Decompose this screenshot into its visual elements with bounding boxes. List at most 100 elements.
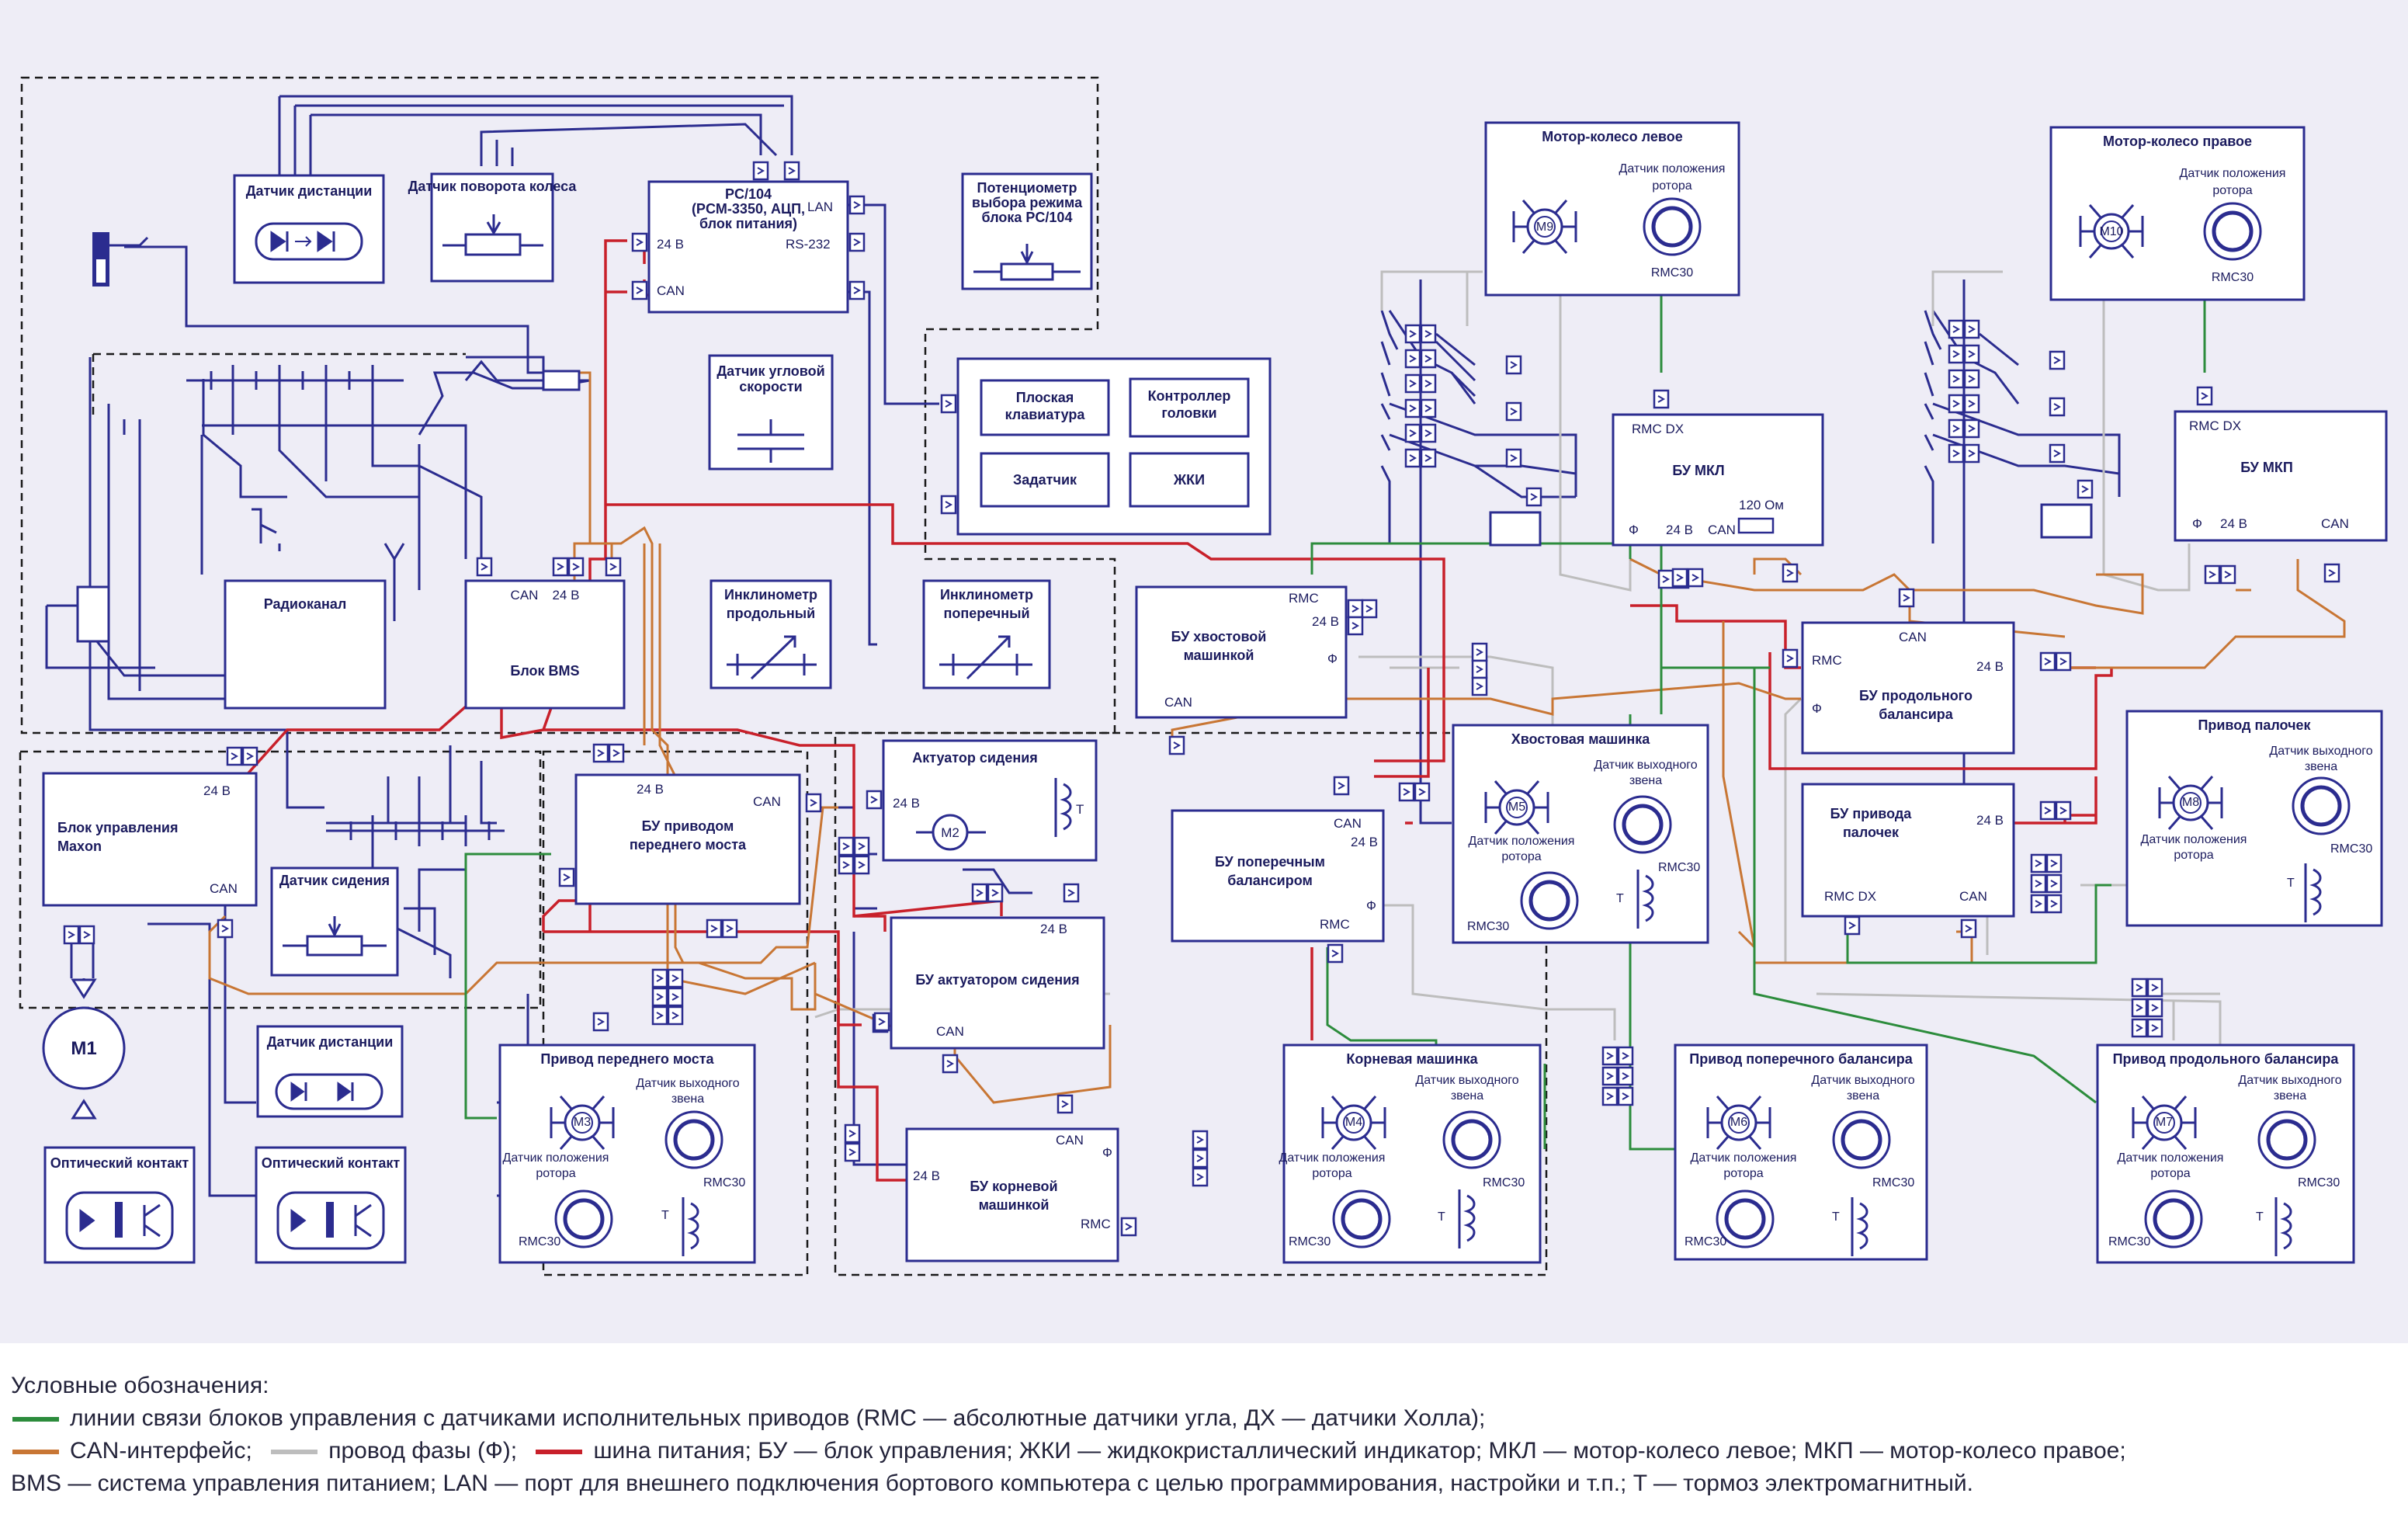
radio-label: Радиоканал: [264, 596, 347, 612]
red-swatch: [536, 1450, 583, 1455]
optical-contact-2-label: Оптический контакт: [262, 1155, 401, 1171]
angular-rate-sensor-line2: скорости: [739, 379, 802, 394]
tail-t: T: [1616, 892, 1624, 905]
long-output-line1: Датчик выходного: [2238, 1074, 2341, 1087]
inclinometer-cross-line1: Инклинометр: [940, 587, 1033, 602]
sticks-rotor-line1: Датчик положения: [2141, 833, 2247, 846]
mkp-rotor-line2: ротора: [2212, 184, 2252, 197]
legend-red-text: шина питания; БУ — блок управления; ЖКИ …: [593, 1438, 2126, 1464]
setpoint-label: Задатчик: [1013, 472, 1077, 488]
motor-wheel-right-label: Мотор-колесо правое: [2103, 134, 2252, 149]
angular-rate-sensor: Датчик угловой скорости: [708, 354, 834, 471]
long-output-line2: звена: [2274, 1089, 2306, 1103]
inclinometer-long: Инклинометр продольный: [710, 579, 832, 689]
pc104-title-line1: PC/104: [725, 186, 772, 202]
seat-actuator-cu-can: CAN: [936, 1024, 964, 1039]
seat-actuator: Актуатор сидения 24 В M2 T: [866, 739, 1098, 862]
front-axle-drive-label: Привод переднего моста: [540, 1051, 714, 1067]
maxon-line2: Maxon: [57, 839, 102, 854]
maxon-24v: 24 В: [203, 783, 231, 798]
long-cu-line1: БУ продольного: [1859, 688, 1973, 703]
head-controller-line2: головки: [1161, 405, 1216, 421]
tail-rmc30-rotor: RMC30: [1467, 920, 1509, 933]
front-axle-cu-line1: БУ приводом: [642, 818, 734, 834]
mkl-harness: [1404, 324, 1542, 547]
mkl-rotor-line2: ротора: [1652, 179, 1691, 193]
legend: Условные обозначения: линии связи блоков…: [0, 1343, 2408, 1521]
green-swatch: [12, 1417, 59, 1422]
front-axle-drive: Привод переднего моста M3 Датчик выходно…: [498, 1044, 756, 1264]
root-output-line2: звена: [1451, 1089, 1483, 1103]
distance-sensor-top: Датчик дистанции: [233, 174, 385, 284]
cu-mkl: RMC DX БУ МКЛ 120 Ом Ф 24 В CAN: [1612, 389, 1824, 589]
frame-front-drive: [542, 750, 809, 1276]
front-drive-output-line1: Датчик выходного: [636, 1077, 739, 1090]
cross-rotor-line1: Датчик положения: [1691, 1151, 1797, 1165]
motor-wheel-left: Мотор-колесо левое M9 Датчик положения р…: [1484, 121, 1740, 297]
mkp-rmc-dx: RMC DX: [2189, 418, 2241, 433]
pc104-24v-label: 24 В: [657, 237, 684, 252]
flat-keyboard-line1: Плоская: [1016, 390, 1074, 405]
front-drive-rotor-line1: Датчик положения: [503, 1151, 609, 1165]
long-rotor-line2: ротора: [2150, 1167, 2190, 1180]
gray-swatch: [271, 1450, 318, 1455]
root-cu-line2: машинкой: [979, 1197, 1050, 1213]
limit-switch: [252, 508, 281, 551]
legend-orange-text: CAN-интерфейс;: [70, 1438, 252, 1464]
m2-label: M2: [941, 825, 959, 840]
maxon-can: CAN: [210, 881, 238, 896]
mkp-24v: 24 В: [2220, 516, 2247, 531]
mkp-can: CAN: [2321, 516, 2349, 531]
root-rotor-line2: ротора: [1312, 1167, 1351, 1180]
root-cu-phi: Ф: [1102, 1145, 1112, 1160]
pc104-can-label: CAN: [657, 283, 685, 298]
wheel-rotation-sensor: Датчик поворота колеса: [408, 172, 577, 283]
power-bus: [225, 239, 2113, 1182]
m3-label: M3: [574, 1116, 591, 1129]
tail-rmc30-out: RMC30: [1658, 861, 1700, 874]
operator-panel: Плоская клавиатура Контроллер головки За…: [940, 357, 1272, 536]
sticks-cu-can: CAN: [1959, 889, 1987, 904]
flat-keyboard-line2: клавиатура: [1005, 407, 1086, 422]
frame-onboard-computer: [20, 76, 1116, 734]
tail-cu-rmc: RMC: [1289, 591, 1319, 606]
mkp-label: БУ МКП: [2240, 460, 2293, 475]
long-cu-can: CAN: [1899, 630, 1927, 644]
tail-machine-label: Хвостовая машинка: [1511, 731, 1651, 747]
m10-label: M10: [2099, 225, 2123, 238]
seat-actuator-cu-24v: 24 В: [1040, 922, 1067, 936]
front-axle-cu-24v: 24 В: [637, 782, 664, 797]
seat-actuator-cu-label: БУ актуатором сидения: [915, 972, 1079, 988]
distance-sensor-bottom-label: Датчик дистанции: [267, 1034, 394, 1050]
distance-sensor-top-label: Датчик дистанции: [246, 183, 373, 199]
tail-cu-line2: машинкой: [1184, 648, 1254, 663]
sticks-rmc30: RMC30: [2330, 842, 2372, 856]
tail-output-line1: Датчик выходного: [1594, 759, 1697, 772]
mkp-phi: Ф: [2192, 516, 2202, 531]
schematic-svg: Датчик дистанции Датчик поворота колеса …: [19, 76, 2388, 1276]
pc104-rs232-label: RS-232: [786, 237, 831, 252]
mkl-can: CAN: [1708, 523, 1736, 537]
m6-label: M6: [1730, 1116, 1747, 1129]
frame-front-axle: [19, 750, 542, 1009]
long-rotor-line1: Датчик положения: [2118, 1151, 2224, 1165]
cross-cu-rmc: RMC: [1320, 917, 1350, 932]
m7-label: M7: [2156, 1116, 2173, 1129]
root-rotor-line1: Датчик положения: [1279, 1151, 1386, 1165]
sticks-cu-line1: БУ привода: [1830, 806, 1913, 821]
cross-cu-phi: Ф: [1366, 898, 1376, 913]
inclinometer-long-line1: Инклинометр: [724, 587, 817, 602]
tail-rotor-line1: Датчик положения: [1469, 835, 1575, 848]
root-cu-24v: 24 В: [913, 1169, 940, 1183]
legend-colors-row: CAN-интерфейс; провод фазы (Ф); шина пит…: [11, 1438, 2126, 1464]
tail-rotor-line2: ротора: [1501, 850, 1541, 863]
cross-cu-can: CAN: [1334, 816, 1362, 831]
bms-label: Блок BMS: [510, 663, 579, 679]
legend-green-text: линии связи блоков управления с датчикам…: [70, 1405, 1486, 1431]
mkl-120: 120 Ом: [1739, 498, 1784, 512]
radio-block: Радиоканал: [224, 543, 405, 710]
cross-rotor-line2: ротора: [1723, 1167, 1763, 1180]
maxon-line1: Блок управления: [57, 820, 179, 835]
seat-sensor: Датчик сидения: [270, 866, 399, 977]
front-drive-rmc30-rotor: RMC30: [519, 1235, 560, 1248]
